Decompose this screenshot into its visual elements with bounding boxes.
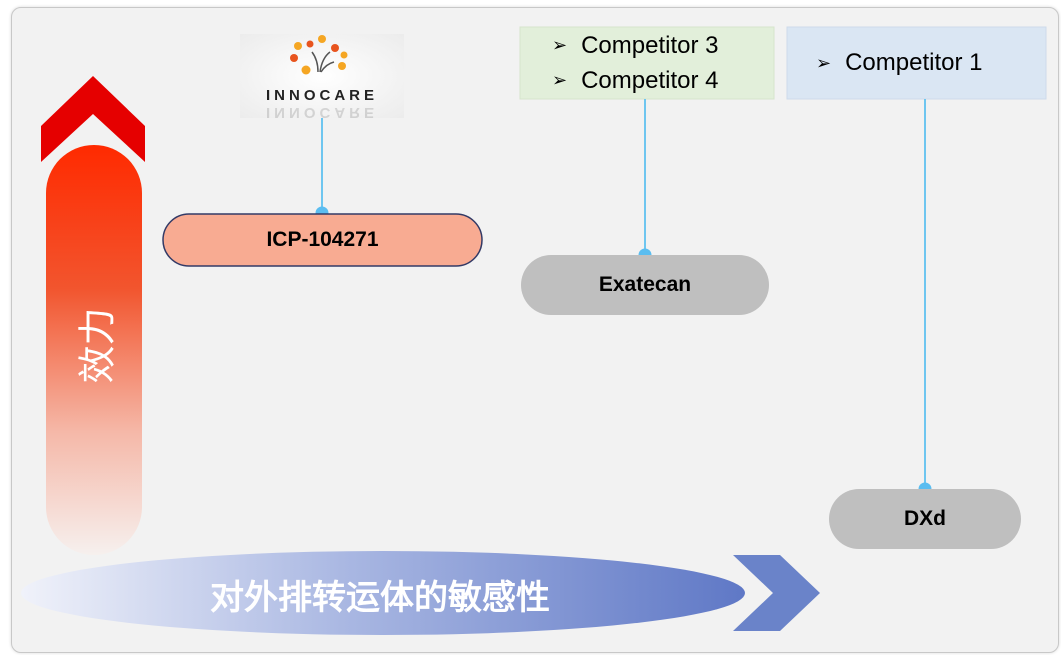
competitor-item: ➢ Competitor 3 xyxy=(552,28,774,63)
node-icp-104271 xyxy=(162,213,483,267)
x-axis-arrow xyxy=(21,551,820,635)
node-icp-label: ICP-104271 xyxy=(266,228,379,251)
competitor-item: ➢ Competitor 1 xyxy=(816,46,1046,81)
innocare-logo: INNOCARE INNOCARE xyxy=(240,34,404,121)
list-arrow-icon: ➢ xyxy=(552,35,568,55)
competitor-list-left: ➢ Competitor 3 ➢ Competitor 4 xyxy=(552,27,774,99)
competitor-label: Competitor 3 xyxy=(581,31,719,59)
competitor-label: Competitor 4 xyxy=(581,66,719,94)
competitor-box-left xyxy=(519,26,775,100)
y-axis-label: 效力 xyxy=(75,306,120,384)
logo-text: INNOCARE xyxy=(266,87,378,104)
node-exatecan xyxy=(521,255,769,315)
list-arrow-icon: ➢ xyxy=(552,70,568,90)
y-axis-arrowhead xyxy=(41,76,145,162)
node-dxd xyxy=(829,489,1021,549)
competitor-box-right xyxy=(786,26,1047,100)
node-dxd-label: DXd xyxy=(904,507,946,530)
competitor-item: ➢ Competitor 4 xyxy=(552,63,774,98)
x-axis-chevron xyxy=(733,555,820,631)
y-axis-bar xyxy=(46,145,142,555)
x-axis-bar xyxy=(21,551,745,635)
logo-reflection: INNOCARE xyxy=(266,104,378,121)
list-arrow-icon: ➢ xyxy=(816,52,832,73)
node-exatecan-label: Exatecan xyxy=(598,273,692,296)
y-axis-arrow xyxy=(41,76,145,555)
competitor-list-right: ➢ Competitor 1 xyxy=(816,27,1046,99)
competitor-label: Competitor 1 xyxy=(845,49,983,76)
x-axis-label: 对外排转运体的敏感性 xyxy=(210,577,550,618)
y-axis-label-wrap: 效力 xyxy=(46,250,142,440)
